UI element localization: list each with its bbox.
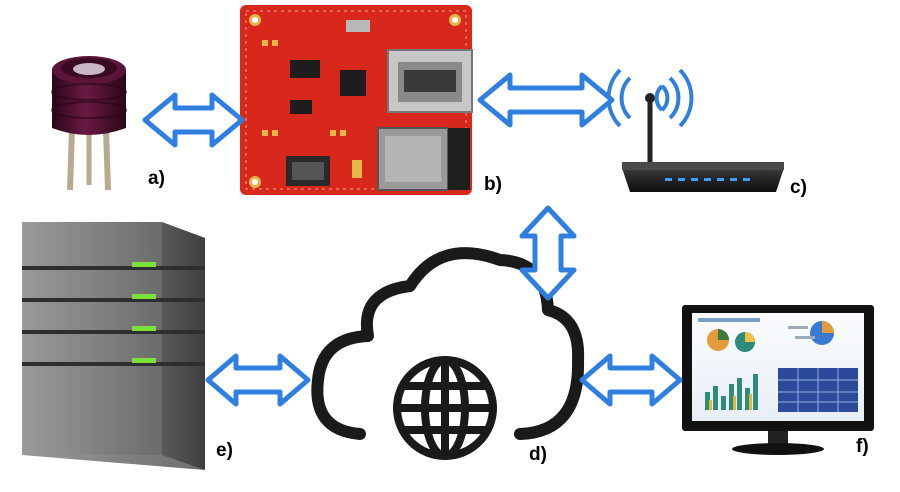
double-arrow-d-f [579, 353, 683, 407]
label-d: d) [529, 444, 547, 465]
cloud-internet-icon [311, 247, 585, 460]
wifi-router-icon [606, 68, 784, 192]
double-arrow-a-b [142, 92, 245, 148]
dashboard-charts [698, 318, 858, 412]
thermopile-sensor-icon [51, 56, 127, 191]
double-arrow-e-d [205, 353, 311, 407]
label-e: e) [216, 440, 233, 461]
label-a: a) [148, 168, 165, 189]
globe-icon [393, 356, 497, 460]
server-tower-icon [22, 222, 205, 470]
label-f: f) [856, 436, 869, 457]
dashboard-monitor-icon [682, 305, 874, 455]
label-c: c) [790, 177, 807, 198]
label-b: b) [484, 174, 502, 195]
double-arrow-router-cloud [519, 205, 577, 301]
microcontroller-board-icon [240, 5, 473, 195]
double-arrow-b-c [477, 72, 615, 128]
